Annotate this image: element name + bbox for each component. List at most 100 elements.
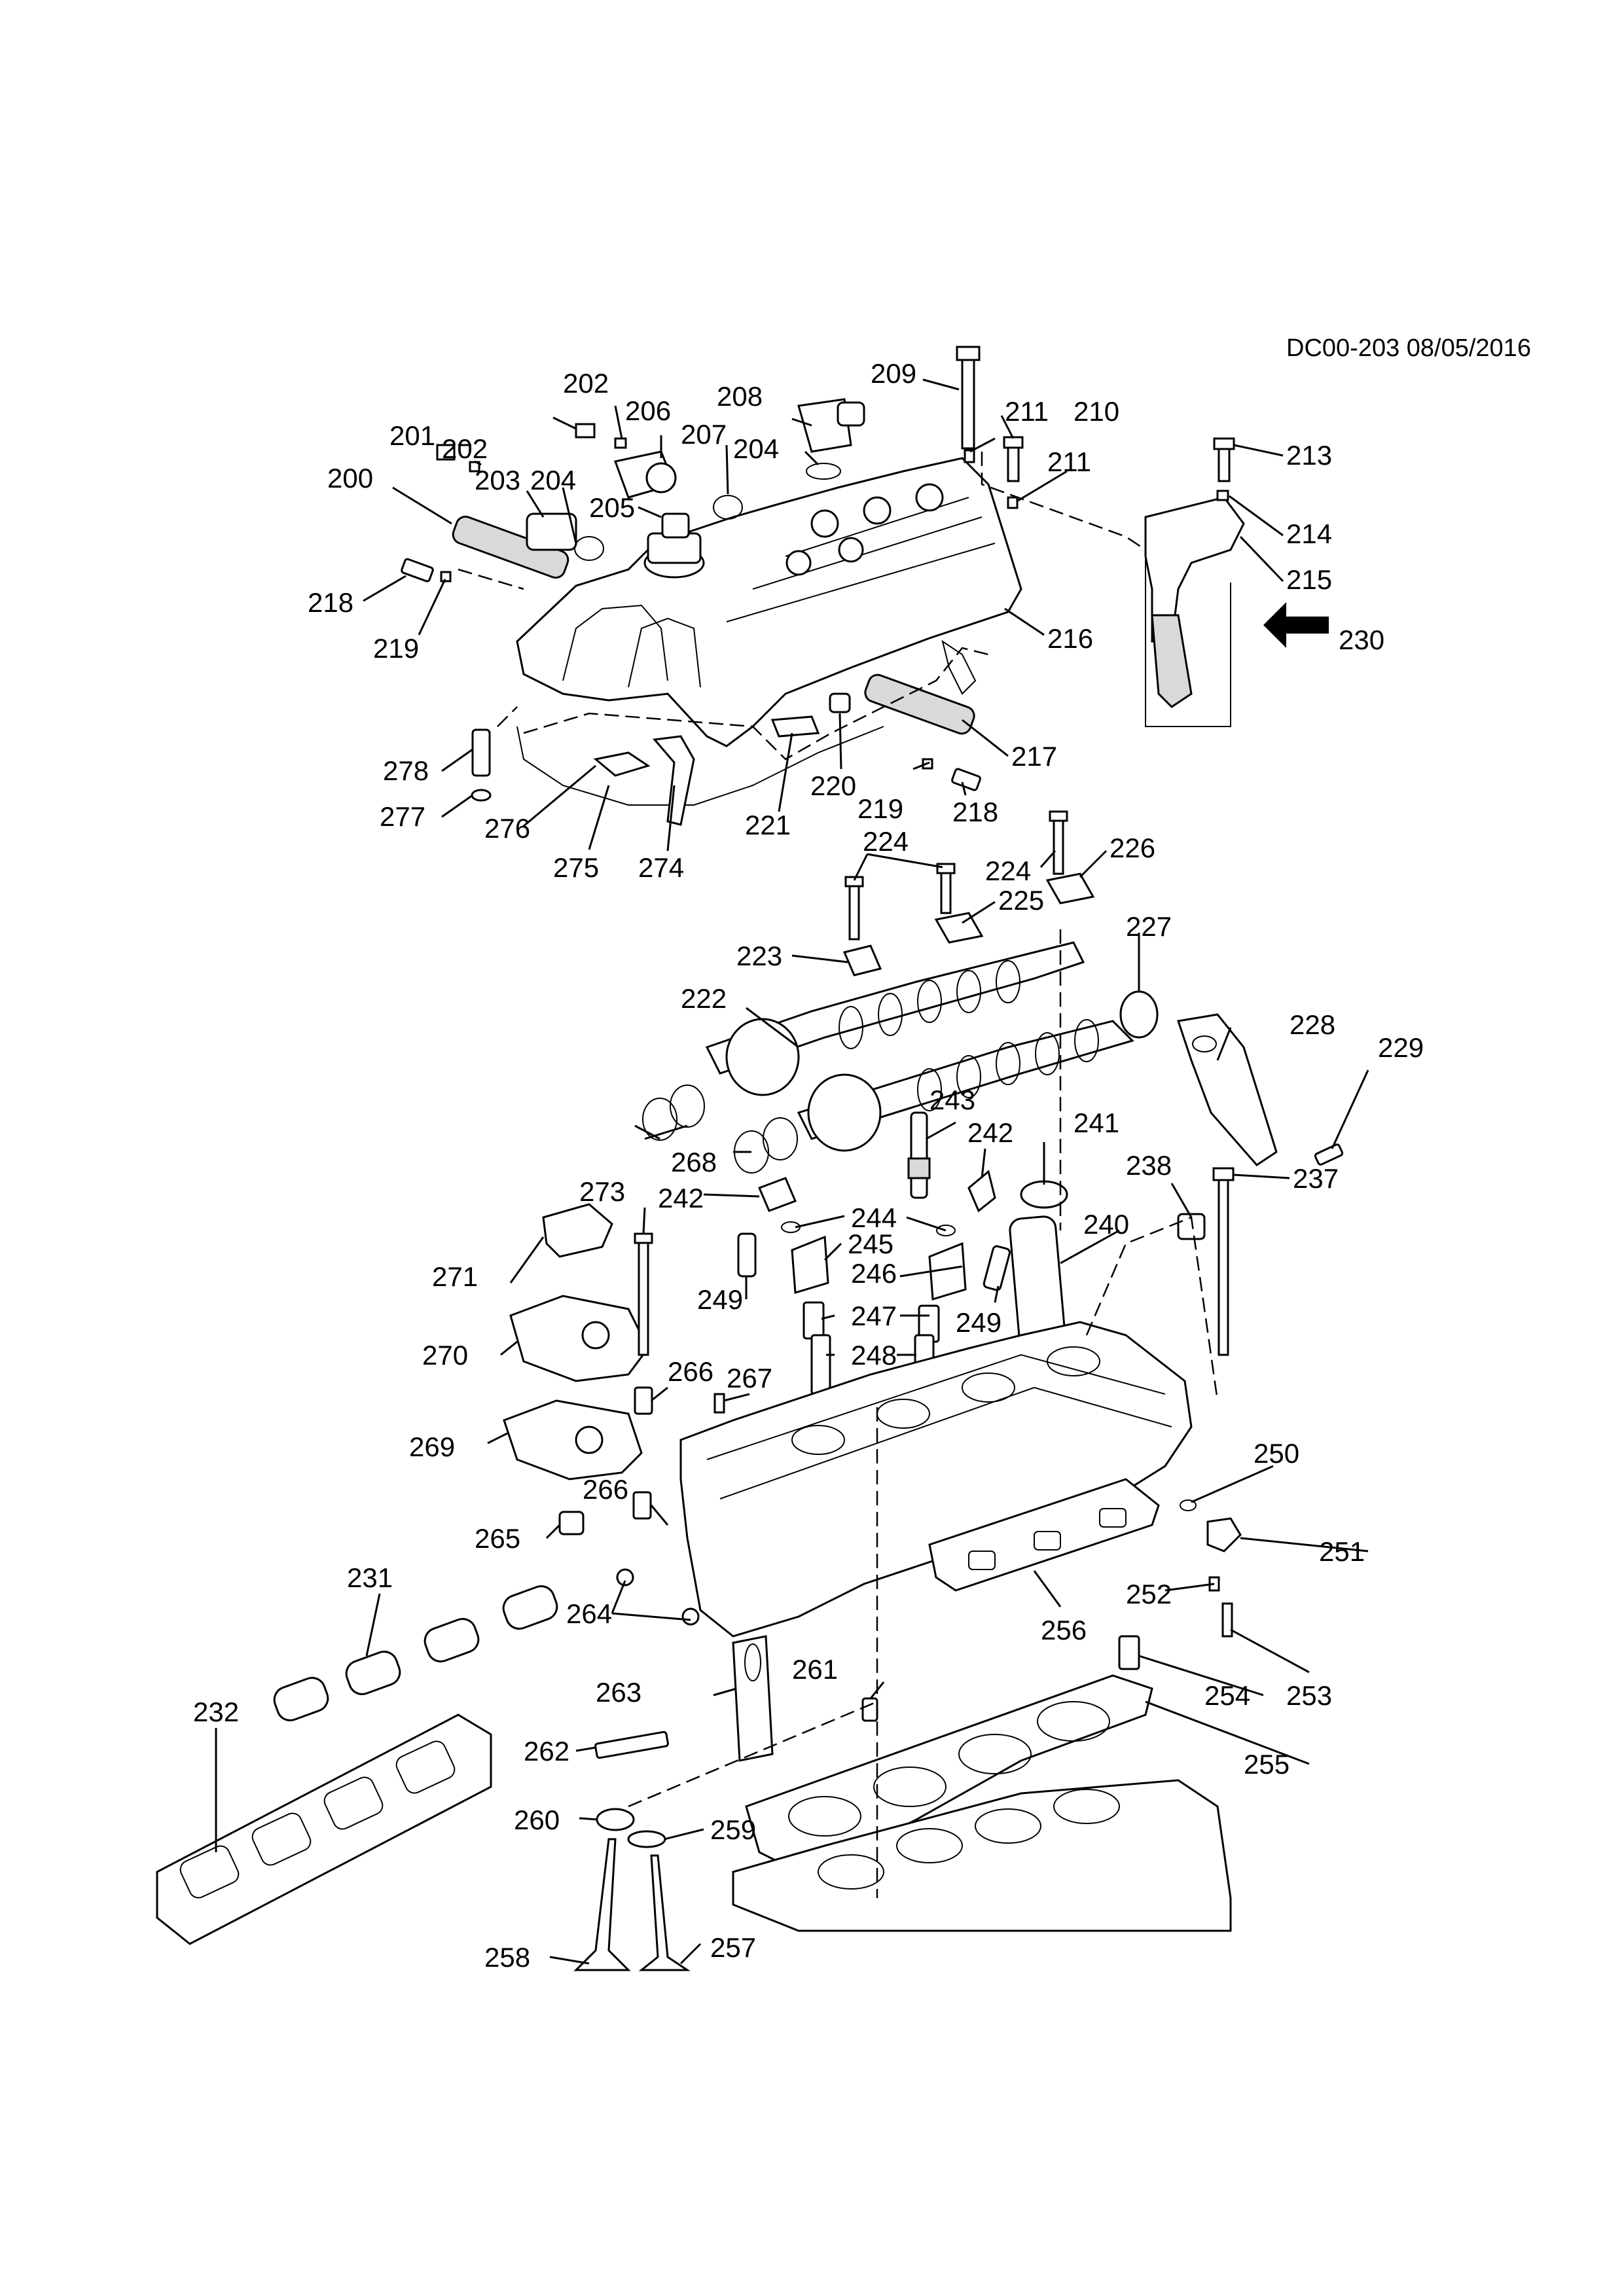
bolt-218-left [401, 558, 434, 583]
port-seal-231 [273, 1585, 558, 1721]
tensioner-278 [471, 728, 491, 777]
bolt-262 [594, 1731, 669, 1759]
intake-manifold-gasket [156, 1713, 492, 1945]
callout-263: 263 [596, 1677, 641, 1708]
plug-264a [616, 1568, 634, 1587]
bearing-cap-226 [1045, 872, 1095, 905]
bolt-224c [1053, 814, 1064, 875]
seal-220 [829, 692, 851, 713]
valve-guide-248a [810, 1334, 831, 1395]
cam-plug-227 [1119, 990, 1159, 1039]
callout-254: 254 [1204, 1680, 1250, 1711]
callout-204: 204 [530, 465, 576, 495]
callout-213: 213 [1286, 440, 1332, 471]
callout-245: 245 [848, 1229, 893, 1259]
bearing-bracket-group [503, 1203, 725, 1535]
callout-214: 214 [1286, 518, 1332, 549]
chain-guide-276 [593, 751, 651, 777]
callout-248: 248 [851, 1340, 897, 1371]
callout-221: 221 [745, 810, 791, 840]
bracket-263 [732, 1635, 774, 1762]
callout-201: 201 [389, 420, 435, 451]
callout-211b: 211 [1047, 446, 1091, 477]
lower-valve-group [573, 1635, 878, 1971]
callout-275: 275 [553, 852, 599, 883]
spark-plug [910, 1111, 928, 1199]
callout-220: 220 [810, 770, 856, 801]
engine-block [732, 1779, 1232, 1932]
callout-259: 259 [710, 1814, 756, 1845]
callout-249: 249 [697, 1284, 743, 1315]
lash-adjuster-249a [737, 1232, 757, 1278]
callout-223: 223 [736, 941, 782, 971]
callout-276: 276 [484, 813, 530, 844]
callout-271: 271 [432, 1261, 478, 1292]
callout-labels: 200 201 202 202 203 204 204 205 206 207 … [193, 358, 1424, 1973]
valve-257 [638, 1854, 691, 1971]
pcv-valve [526, 512, 577, 551]
chain-guide-274 [653, 735, 695, 826]
callout-205: 205 [589, 492, 635, 523]
callout-240: 240 [1083, 1209, 1129, 1240]
callout-208: 208 [717, 381, 763, 412]
valve-spring-246b [928, 1242, 967, 1300]
callout-273: 273 [579, 1176, 625, 1207]
o-ring-207 [713, 495, 743, 520]
callout-244: 244 [851, 1202, 897, 1233]
dowel-266a [634, 1386, 653, 1415]
exhaust-flange [928, 1478, 1160, 1592]
callout-267: 267 [727, 1363, 772, 1393]
bolt-273 [638, 1236, 649, 1356]
seal-268b [670, 1085, 705, 1128]
callout-202b: 202 [442, 433, 488, 464]
valve-seal-260 [596, 1808, 635, 1831]
dowel-254 [1118, 1635, 1140, 1670]
callout-257: 257 [710, 1932, 756, 1963]
callout-215: 215 [1286, 564, 1332, 595]
bolt-201b [436, 444, 456, 461]
head-bolt-237 [1218, 1170, 1229, 1356]
cam-sprocket-left [725, 1018, 800, 1096]
callout-211: 211 [1005, 396, 1049, 427]
bolt-218-right [951, 768, 981, 791]
rocker-arm-242a [758, 1177, 797, 1212]
lash-adjuster-249b [983, 1245, 1011, 1291]
callout-230: 230 [1339, 624, 1384, 655]
callout-202: 202 [563, 368, 609, 399]
retainer-259 [627, 1830, 666, 1848]
o-ring-250 [1180, 1499, 1197, 1511]
callout-252: 252 [1126, 1579, 1172, 1609]
callout-256: 256 [1041, 1615, 1087, 1645]
callout-238: 238 [1126, 1150, 1172, 1181]
callout-203: 203 [475, 465, 520, 495]
callout-266b: 266 [583, 1474, 628, 1505]
callout-219: 219 [373, 633, 419, 664]
callout-206: 206 [625, 395, 671, 426]
callout-209: 209 [871, 358, 916, 389]
dowel-238 [1177, 1213, 1206, 1240]
callout-253: 253 [1286, 1680, 1332, 1711]
intake-gasket-group [156, 1585, 558, 1945]
timing-chain [516, 726, 884, 806]
callout-242b: 242 [967, 1117, 1013, 1148]
cylinder-head-group [616, 1013, 1344, 1638]
valve-spring-246a [791, 1235, 829, 1294]
callout-277: 277 [380, 801, 425, 832]
callout-270: 270 [422, 1340, 468, 1371]
valve-seal-247a [803, 1301, 825, 1340]
callout-264: 264 [566, 1598, 612, 1629]
callout-278: 278 [383, 755, 429, 786]
callout-247: 247 [851, 1300, 897, 1331]
callout-265: 265 [475, 1523, 520, 1554]
callout-222: 222 [681, 983, 727, 1014]
callout-224: 224 [863, 826, 909, 857]
callout-217: 217 [1011, 741, 1057, 772]
seal-268d [763, 1117, 798, 1160]
callout-232: 232 [193, 1696, 239, 1727]
callout-218b: 218 [952, 797, 998, 827]
callout-266: 266 [668, 1356, 713, 1387]
sensor-251 [1206, 1517, 1242, 1552]
dowel-267 [713, 1393, 725, 1414]
callout-241: 241 [1074, 1107, 1119, 1138]
